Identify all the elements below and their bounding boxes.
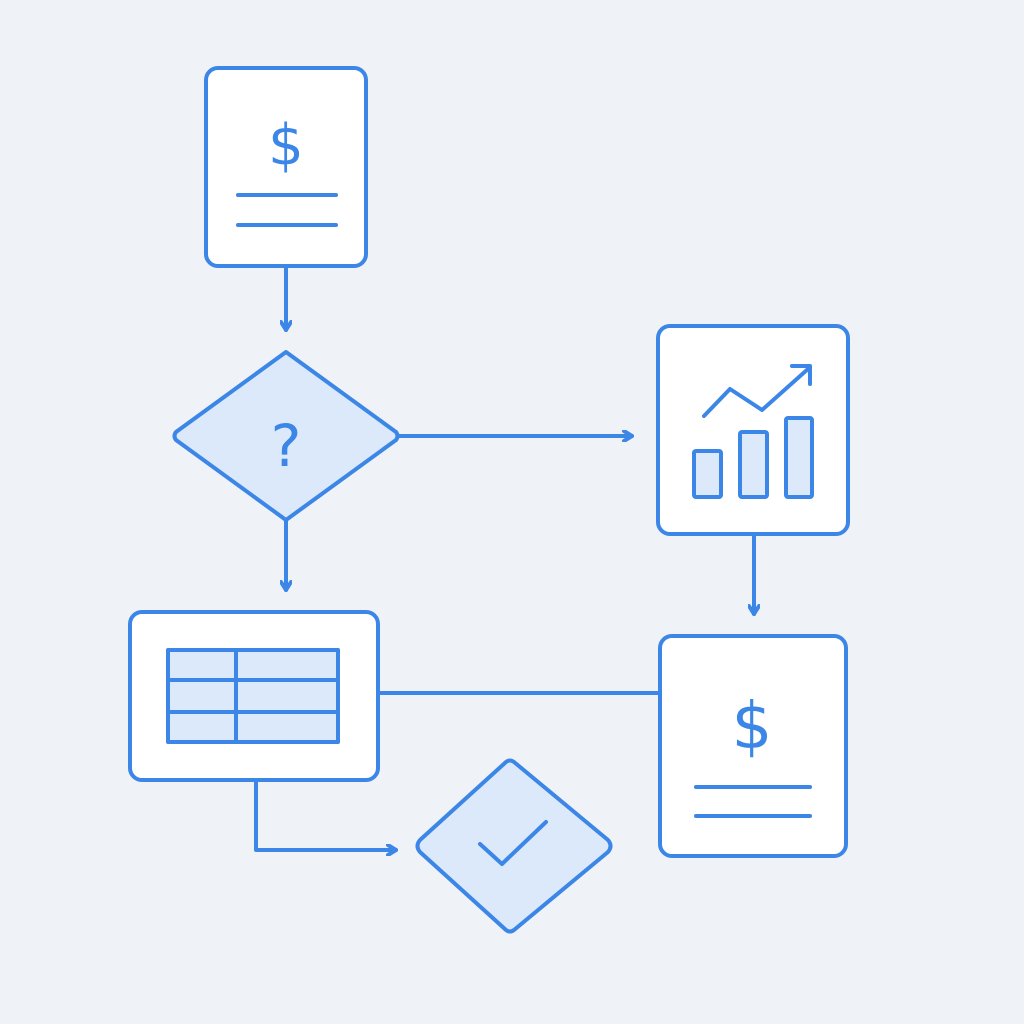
question-icon: ?: [271, 412, 302, 480]
checkmark-icon: [478, 820, 548, 866]
approved-node: [415, 758, 613, 934]
connector-spreadsheet-to-approved: [254, 780, 398, 850]
dollar-document-icon: [694, 785, 812, 818]
dollar-icon: $: [268, 113, 304, 178]
decision-node: [172, 350, 400, 522]
report-node: [656, 324, 850, 536]
dollar-document-icon: [236, 193, 338, 227]
table-grid-icon: [166, 648, 340, 744]
invoice-node-top: [204, 66, 368, 268]
bar-chart-trend-icon: [692, 364, 814, 499]
dollar-icon: $: [732, 690, 773, 764]
spreadsheet-node: [128, 610, 380, 782]
invoice-node-bottom: [658, 634, 848, 858]
